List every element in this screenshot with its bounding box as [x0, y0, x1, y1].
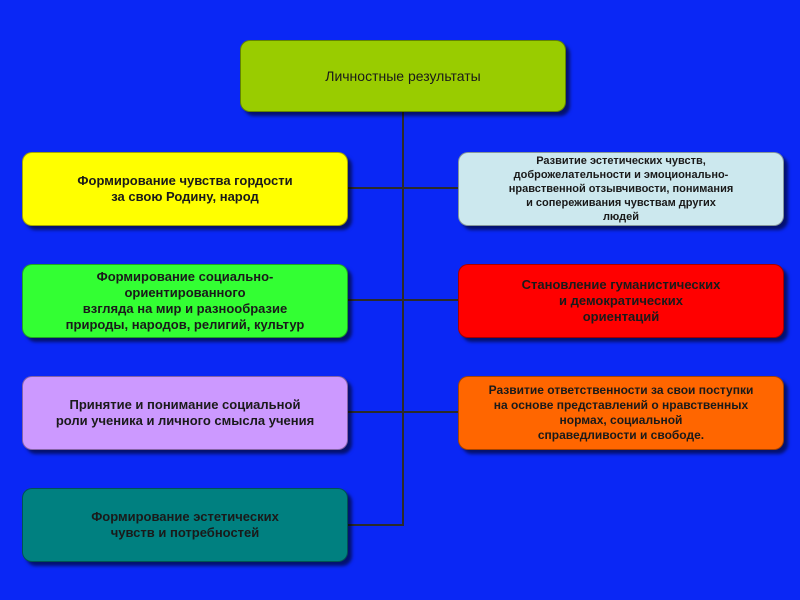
left-node-aesthetic-needs: Формирование эстетических чувств и потре… — [22, 488, 348, 562]
connector-left-3 — [348, 411, 404, 413]
right-node-aesthetic-feelings: Развитие эстетических чувств, доброжелат… — [458, 152, 784, 226]
root-node: Личностные результаты — [240, 40, 566, 112]
connector-left-4 — [348, 524, 404, 526]
trunk-line — [402, 112, 404, 526]
left-node-pride: Формирование чувства гордости за свою Ро… — [22, 152, 348, 226]
left-node-student-role: Принятие и понимание социальной роли уче… — [22, 376, 348, 450]
connector-right-1 — [402, 187, 458, 189]
connector-right-3 — [402, 411, 458, 413]
connector-left-2 — [348, 299, 404, 301]
right-node-humanistic: Становление гуманистических и демократич… — [458, 264, 784, 338]
right-node-responsibility: Развитие ответственности за свои поступк… — [458, 376, 784, 450]
connector-left-1 — [348, 187, 404, 189]
connector-right-2 — [402, 299, 458, 301]
left-node-worldview: Формирование социально- ориентированного… — [22, 264, 348, 338]
